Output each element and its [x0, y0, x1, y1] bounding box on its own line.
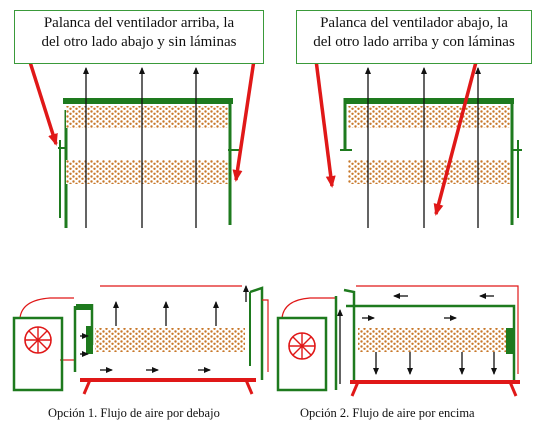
- caption-option-2: Opción 2. Flujo de aire por encima: [300, 406, 475, 420]
- grain-layer-lower: [66, 160, 228, 184]
- grain-layer-lower: [348, 160, 510, 184]
- grain-layer-upper: [66, 106, 228, 128]
- fan-icon: [288, 332, 316, 360]
- bottom-right-panel: [276, 285, 520, 397]
- callout-line: del otro lado abajo y sin láminas: [41, 34, 237, 50]
- lever-arrow: [433, 61, 478, 216]
- callout-line: Palanca del ventilador abajo, la: [320, 15, 508, 31]
- lever-arrow: [28, 61, 58, 146]
- callout-top-right: Palanca del ventilador abajo, la del otr…: [296, 10, 532, 64]
- callout-line: Palanca del ventilador arriba, la: [43, 15, 235, 31]
- fan-housing: [276, 316, 328, 392]
- grain-bed: [95, 328, 245, 352]
- callout-line: del otro lado arriba y con láminas: [313, 34, 515, 50]
- caption-option-1: Opción 1. Flujo de aire por debajo: [48, 406, 220, 420]
- bottom-left-panel: [12, 285, 269, 395]
- lever-arrow: [232, 59, 256, 182]
- callout-top-left: Palanca del ventilador arriba, la del ot…: [14, 10, 264, 64]
- lever-arrow: [314, 59, 336, 188]
- grain-layer-upper: [348, 106, 510, 128]
- fan-icon: [24, 326, 52, 354]
- hopper-top: [63, 98, 233, 104]
- top-right-panel: [314, 59, 522, 228]
- top-left-panel: [28, 59, 256, 228]
- grain-bed: [358, 328, 506, 352]
- fan-housing: [12, 316, 64, 392]
